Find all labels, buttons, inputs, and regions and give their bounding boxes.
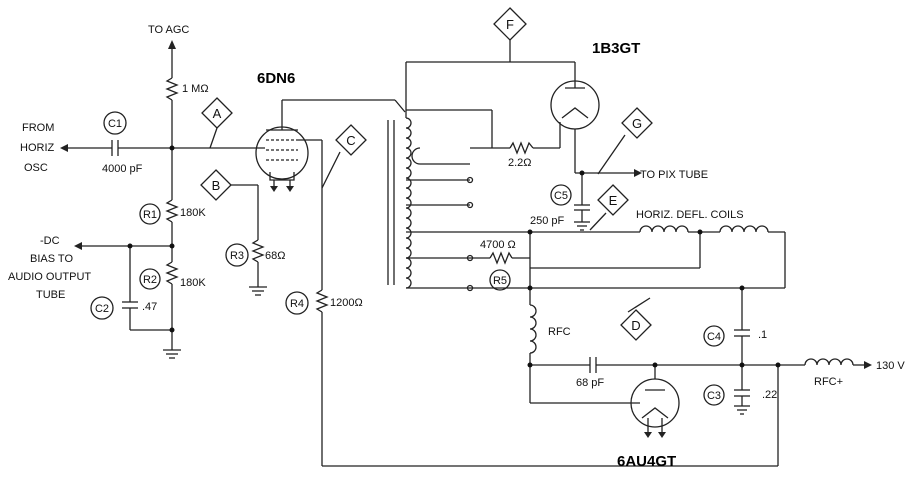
- test-point-d-label: D: [631, 318, 640, 333]
- c-68-value: 68 pF: [576, 377, 604, 389]
- r3-label: R3: [230, 250, 244, 262]
- flyback-transformer: [387, 61, 785, 292]
- label-130v: 130 V: [876, 360, 905, 372]
- test-point-a: [201, 97, 233, 149]
- r1-label: R1: [143, 209, 157, 221]
- r1-value: 180K: [180, 207, 206, 219]
- label-from: FROM: [22, 122, 54, 134]
- damper-section: [527, 285, 872, 438]
- label-tube: TUBE: [36, 289, 65, 301]
- rfc-label: RFC: [548, 326, 571, 338]
- r5-value: 4700 Ω: [480, 239, 516, 251]
- test-point-e-label: E: [609, 193, 618, 208]
- c2-value: .47: [142, 301, 157, 313]
- label-osc: OSC: [24, 162, 48, 174]
- test-point-d: [620, 297, 652, 341]
- c1-label: C1: [108, 118, 122, 130]
- test-point-b-label: B: [212, 178, 221, 193]
- test-point-e: [589, 184, 629, 231]
- c4-value: .1: [758, 329, 767, 341]
- test-point-a-label: A: [213, 106, 222, 121]
- r5-label: R5: [493, 275, 507, 287]
- c4-label: C4: [707, 331, 721, 343]
- r-1m-value: 1 MΩ: [182, 83, 209, 95]
- test-point-c: [321, 124, 367, 189]
- r4-value: 1200Ω: [330, 297, 363, 309]
- test-point-f: [493, 7, 527, 62]
- r3-value: 68Ω: [265, 250, 285, 262]
- rfc-plus-label: RFC+: [814, 376, 843, 388]
- r4-label: R4: [290, 298, 304, 310]
- test-point-g-label: G: [632, 116, 642, 131]
- test-point-f-label: F: [506, 17, 514, 32]
- tube-label-1b3gt: 1B3GT: [592, 40, 640, 57]
- r-2-2-value: 2.2Ω: [508, 157, 532, 169]
- deflection-section: [489, 225, 786, 291]
- c5-label: C5: [554, 190, 568, 202]
- label-to-agc: TO AGC: [148, 24, 189, 36]
- label-horiz: HORIZ: [20, 142, 55, 154]
- test-point-c-label: C: [346, 133, 355, 148]
- tube-1b3gt: [492, 80, 642, 231]
- c5-value: 250 pF: [530, 215, 565, 227]
- r2-value: 180K: [180, 277, 206, 289]
- tube-6dn6: [225, 99, 779, 467]
- test-point-b: [200, 169, 258, 201]
- tube-label-6dn6: 6DN6: [257, 70, 295, 87]
- c3-value: .22: [762, 389, 777, 401]
- label-bias-to: BIAS TO: [30, 253, 73, 265]
- label-to-pix-tube: TO PIX TUBE: [640, 169, 708, 181]
- tube-label-6au4gt: 6AU4GT: [617, 453, 676, 470]
- label-horiz-defl-coils: HORIZ. DEFL. COILS: [636, 209, 744, 221]
- label-dc: -DC: [40, 235, 60, 247]
- c3-label: C3: [707, 390, 721, 402]
- input-section: [60, 40, 265, 359]
- label-audio-output: AUDIO OUTPUT: [8, 271, 91, 283]
- c2-label: C2: [95, 303, 109, 315]
- c1-value: 4000 pF: [102, 163, 143, 175]
- r2-label: R2: [143, 274, 157, 286]
- test-point-g: [597, 107, 653, 175]
